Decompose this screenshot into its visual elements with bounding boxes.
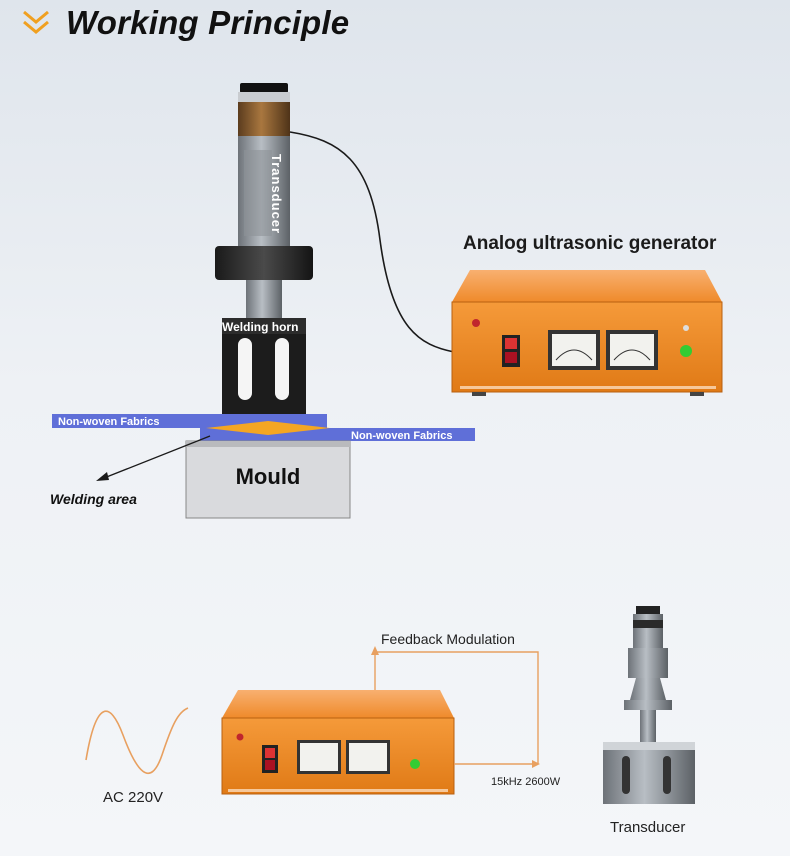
- welding-area-pointer: [103, 435, 211, 479]
- generator-label: Analog ultrasonic generator: [463, 233, 717, 254]
- upper-transducer-assembly: [215, 83, 313, 414]
- ac-input-label: AC 220V: [103, 789, 164, 806]
- lower-transducer-assembly: [603, 606, 695, 804]
- feedback-modulation-label: Feedback Modulation: [381, 631, 515, 647]
- fabric-top-label: Non-woven Fabrics: [58, 416, 160, 428]
- lower-generator-box: [221, 690, 455, 795]
- transducer-vertical-label: Transducer: [269, 154, 284, 235]
- page-title: Working Principle: [66, 4, 350, 41]
- fabric-bottom-label: Non-woven Fabrics: [351, 430, 453, 442]
- double-chevron-icon: [23, 10, 49, 34]
- mould-label: Mould: [235, 464, 301, 489]
- feedback-line: [374, 651, 539, 764]
- generator-cable: [289, 131, 455, 353]
- transducer-bottom-label: Transducer: [610, 819, 686, 836]
- welding-horn-label: Welding horn: [222, 320, 299, 334]
- welding-area-label: Welding area: [50, 491, 137, 507]
- weld-zone-shape: [206, 421, 330, 435]
- ac-sine-wave: [85, 707, 189, 774]
- frequency-power-label: 15kHz 2600W: [491, 776, 561, 788]
- upper-generator-box: [451, 270, 723, 396]
